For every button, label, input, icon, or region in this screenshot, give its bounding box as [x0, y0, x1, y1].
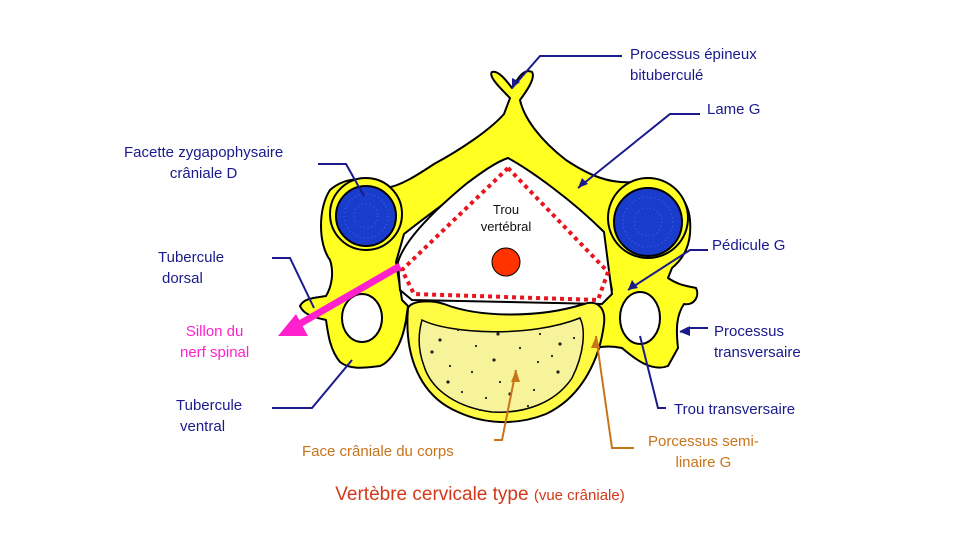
body-texture-dot	[538, 332, 542, 336]
body-texture-dot	[550, 354, 554, 358]
leader-lines-navy	[272, 55, 708, 409]
leader-lines-orange	[494, 335, 634, 449]
body-texture-dot	[532, 388, 536, 392]
body-texture-dot	[536, 360, 540, 364]
body-texture-dot	[496, 332, 500, 336]
facet-right	[329, 177, 403, 251]
body-texture-dot	[470, 370, 474, 374]
body-texture-dot	[526, 404, 530, 408]
body-texture-dot	[558, 342, 562, 346]
body-texture-dot	[498, 380, 502, 384]
transverse-foramen-left	[619, 291, 661, 345]
body-texture-dot	[430, 350, 434, 354]
body-texture-dot	[492, 358, 496, 362]
body-texture-dot	[518, 346, 522, 350]
body-texture-dot	[446, 380, 450, 384]
label-uncinate-process: Porcessus semi-linaire G	[648, 433, 759, 471]
leader-arrowheads-navy	[512, 78, 690, 336]
body-texture-dot	[572, 336, 576, 340]
vertebral-foramen	[396, 156, 614, 306]
body-texture-dot	[460, 390, 464, 394]
label-transverse-foramen: Trou transversaire	[674, 401, 796, 418]
label-pedicle: Pédicule G	[712, 237, 786, 254]
body-texture-dot	[474, 344, 478, 348]
label-body-cranial-face: Face crâniale du corps	[302, 443, 454, 460]
title-sub: (vue crâniale)	[533, 487, 625, 504]
foramen-outline	[399, 165, 611, 303]
body-texture-dot	[478, 408, 482, 412]
facet-left	[607, 177, 689, 259]
spinal-cord-dot	[491, 247, 521, 277]
title-main: Vertèbre cervicale type	[335, 484, 529, 505]
leader-arrowheads-orange	[511, 336, 600, 382]
transverse-foramen-right	[341, 293, 383, 343]
label-lamina: Lame G	[707, 101, 761, 118]
body-cranial-face	[418, 317, 585, 413]
diagram-title: Vertèbre cervicale type (vue crâniale)	[0, 484, 960, 506]
body-texture-dot	[484, 396, 488, 400]
body-texture-dot	[556, 370, 560, 374]
body-texture-dot	[448, 364, 452, 368]
body-texture-dot	[438, 338, 442, 342]
nerve-groove-arrow	[278, 262, 402, 336]
body-texture-dot	[456, 328, 460, 332]
